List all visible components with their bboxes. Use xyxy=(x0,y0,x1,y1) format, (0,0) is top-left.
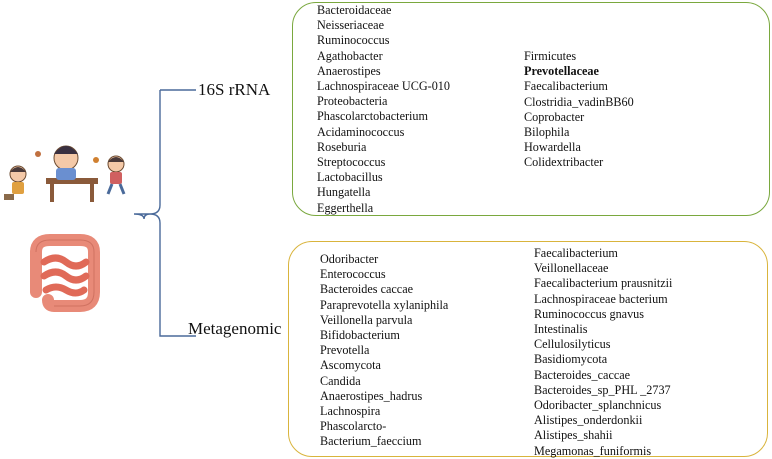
taxon-item: Anaerostipes_hadrus xyxy=(320,388,423,403)
taxon-item: Hungatella xyxy=(317,185,371,200)
taxon-item: Lachnospiraceae bacterium xyxy=(534,291,668,306)
taxon-item: Alistipes_onderdonkii xyxy=(534,413,643,428)
taxon-item: Firmicutes xyxy=(524,49,577,63)
taxon-item: Phascolarctobacterium xyxy=(317,109,428,124)
taxon-item: Bacteroides_sp_PHL _2737 xyxy=(534,382,671,397)
taxon-item: Odoribacter xyxy=(320,252,379,266)
taxon-item: Megamonas_funiformis xyxy=(534,443,652,458)
taxon-item: Ascomycota xyxy=(320,358,381,373)
taxon-item: Odoribacter_splanchnicus xyxy=(534,398,662,413)
taxon-item: Faecalibacterium xyxy=(524,79,608,94)
taxon-item: Lachnospira xyxy=(320,404,381,419)
taxon-item: Neisseriaceae xyxy=(317,18,384,33)
taxon-item: Prevotella xyxy=(320,343,370,358)
taxon-item: Faecalibacterium prausnitzii xyxy=(534,276,673,291)
brace xyxy=(133,89,196,337)
taxon-item: Lachnospiraceae UCG-010 xyxy=(317,79,450,94)
taxon-item: Faecalibacterium xyxy=(534,246,618,260)
taxon-item: Bacterium_faeccium xyxy=(320,434,422,449)
taxon-item: Bacteroides_caccae xyxy=(534,367,631,382)
taxon-item: Anaerostipes xyxy=(317,63,381,78)
taxon-item: Paraprevotella xylaniphila xyxy=(320,297,449,312)
children-playing-icon xyxy=(4,145,126,202)
taxon-item: Bilophila xyxy=(524,125,570,140)
taxon-item: Alistipes_shahii xyxy=(534,428,613,443)
taxon-item: Bacteroides caccae xyxy=(320,282,414,297)
taxon-item: Phascolarcto- xyxy=(320,419,387,434)
taxon-item: Veillonella parvula xyxy=(320,312,413,327)
taxon-item: Ruminococcus gnavus xyxy=(534,306,645,321)
taxon-item: Intestinalis xyxy=(534,322,588,337)
taxon-item: Veillonellaceae xyxy=(534,261,609,276)
taxon-item: Bifidobacterium xyxy=(320,328,400,343)
taxon-item: Agathobacter xyxy=(317,48,383,63)
taxon-item: Proteobacteria xyxy=(317,94,388,109)
taxon-item: Clostridia_vadinBB60 xyxy=(524,94,634,109)
taxon-item: Basidiomycota xyxy=(534,352,608,367)
taxon-item: Roseburia xyxy=(317,139,367,154)
method-label-16s: 16S rRNA xyxy=(198,80,271,99)
taxon-item: Eggerthella xyxy=(317,200,374,215)
taxon-item: Cellulosilyticus xyxy=(534,337,611,352)
taxon-item: Colidextribacter xyxy=(524,155,604,170)
taxon-item: Candida xyxy=(320,373,361,388)
taxon-item: Howardella xyxy=(524,140,581,155)
16s-results-box xyxy=(292,2,770,216)
taxon-item: Enterococcus xyxy=(320,267,386,282)
metagenomic-results-box xyxy=(288,241,768,457)
intestine-icon xyxy=(30,234,100,312)
method-label-metagenomic: Metagenomic xyxy=(188,319,282,338)
taxon-item: Bacteroidaceae xyxy=(317,3,392,17)
taxon-item: Prevotellaceae xyxy=(524,64,599,79)
taxon-item: Ruminococcus xyxy=(317,33,390,48)
taxon-item: Coprobacter xyxy=(524,109,585,124)
taxon-item: Lactobacillus xyxy=(317,170,383,185)
taxon-item: Acidaminococcus xyxy=(317,124,405,139)
taxon-item: Streptococcus xyxy=(317,155,386,170)
